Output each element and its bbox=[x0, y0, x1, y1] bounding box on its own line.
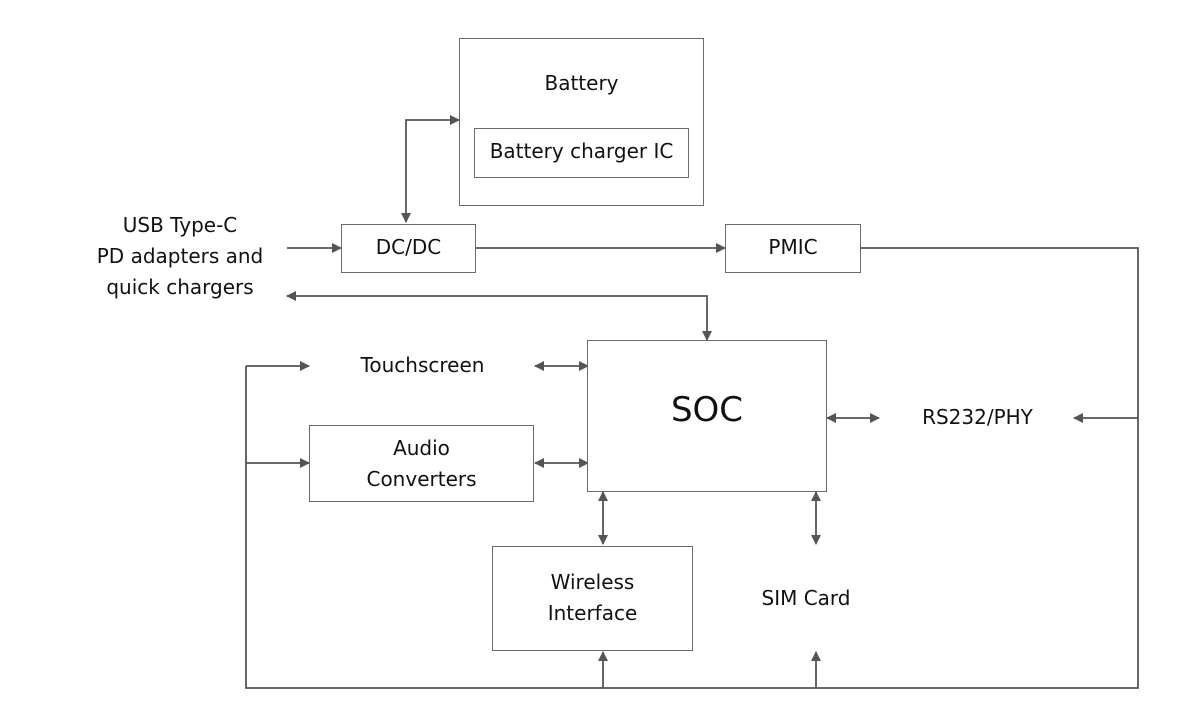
battery-charger-ic-block bbox=[474, 128, 689, 178]
battery-charger-ic-label: Battery charger IC bbox=[489, 139, 674, 163]
soc-block bbox=[587, 340, 827, 492]
usb-input-label: USB Type-C PD adapters and quick charger… bbox=[96, 213, 264, 299]
conn-pmic-rail bbox=[245, 247, 1139, 689]
wireless-interface-label: Wireless Interface bbox=[547, 570, 638, 625]
pmic-block bbox=[725, 224, 861, 273]
audio-converters-block bbox=[309, 425, 534, 502]
soc-label: SOC bbox=[670, 390, 744, 430]
dcdc-label: DC/DC bbox=[375, 235, 442, 259]
sim-card-label: SIM Card bbox=[761, 586, 851, 610]
battery-block bbox=[459, 38, 704, 206]
audio-converters-label: Audio Converters bbox=[366, 436, 477, 491]
wireless-interface-block bbox=[492, 546, 693, 651]
rs232-phy-label: RS232/PHY bbox=[922, 405, 1033, 429]
conn-usb-soc bbox=[286, 291, 712, 341]
pmic-label: PMIC bbox=[768, 235, 818, 259]
battery-label: Battery bbox=[544, 71, 619, 95]
dcdc-block bbox=[341, 224, 476, 273]
conn-dcdc-battery bbox=[401, 115, 460, 223]
touchscreen-label: Touchscreen bbox=[360, 353, 485, 377]
